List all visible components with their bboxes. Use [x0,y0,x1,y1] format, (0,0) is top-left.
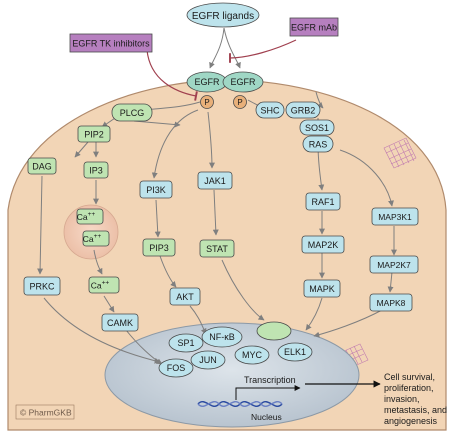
nfkb-label: NF-κB [209,332,235,342]
pip3-label: PIP3 [149,243,169,253]
raf1-node: RAF1 [305,192,341,211]
map2k-label: MAP2K [308,240,339,250]
shc-label: SHC [260,106,280,116]
outcome-line-5: angiogenesis [384,416,438,426]
egfr-receptor-right-label: EGFR [230,77,256,87]
egfr-receptor-left: EGFR [186,71,228,93]
egfr-mab-label: EGFR mAb [291,23,337,33]
grb2-label: GRB2 [291,106,316,116]
dag-node: DAG [27,157,57,175]
ip3-node: IP3 [83,161,109,179]
calcium-store-2: Ca++ [82,230,110,247]
copyright-label: © PharmGKB [20,408,72,418]
outcome-line-1: Cell survival, [384,372,435,382]
akt-node: AKT [169,287,201,306]
dag-label: DAG [32,162,52,172]
phospho-left-label: P [204,98,209,107]
outcome-line-3: invasion, [384,394,420,404]
fos-node: FOS [158,358,194,378]
jak1-label: JAK1 [204,176,226,186]
phospho-right: P [233,95,247,109]
stat-cytoplasm-label: STAT [206,244,228,254]
camk-label: CAMK [107,318,133,328]
map2k7-label: MAP2K7 [377,260,411,270]
pip2-label: PIP2 [84,130,104,140]
stat-nucleus-node [256,321,292,341]
jun-node: JUN [190,350,226,370]
jak1-node: JAK1 [197,171,233,190]
pip2-node: PIP2 [77,125,111,143]
nfkb-node: NF-κB [201,326,243,348]
calcium-cytosol-label: Ca++ [91,280,110,291]
map3k1-node: MAP3K1 [371,207,419,226]
pi3k-node: PI3K [139,180,173,199]
myc-node: MYC [234,345,270,365]
mapk-node: MAPK [303,279,341,298]
calcium-cytosol-node: Ca++ [88,276,120,294]
ras-label: RAS [309,140,328,150]
jun-label: JUN [199,355,217,365]
plcg-label: PLCG [120,108,145,118]
prkc-node: PRKC [23,276,61,296]
calcium-store-1: Ca++ [76,208,104,225]
egfr-receptor-left-label: EGFR [194,77,220,87]
mapk8-label: MAPK8 [377,298,406,308]
akt-label: AKT [176,292,194,302]
sp1-node: SP1 [168,333,204,353]
myc-label: MYC [242,350,263,360]
nucleus-label: Nucleus [251,412,282,422]
egfr-mab-box: EGFR mAb [289,17,339,37]
membrane-mesh-top [383,137,417,169]
outcome-line-4: metastasis, and [384,405,447,415]
pip3-node: PIP3 [142,238,176,257]
sp1-label: SP1 [177,338,194,348]
mapk8-node: MAPK8 [369,293,413,312]
transcription-arrow [235,385,301,400]
stat-cytoplasm-node: STAT [199,239,235,258]
prkc-label: PRKC [29,282,55,292]
calcium-store-2-label: Ca++ [83,233,102,244]
pi3k-label: PI3K [146,185,166,195]
phospho-right-label: P [237,98,242,107]
dna-helix [197,401,283,407]
egfr-ligands-node: EGFR ligands [186,2,260,28]
sos1-label: SOS1 [305,123,329,133]
map3k1-label: MAP3K1 [378,212,412,222]
map2k7-node: MAP2K7 [369,255,419,274]
ras-node: RAS [302,135,334,153]
elk1-label: ELK1 [284,347,306,357]
egfr-receptor-right: EGFR [222,71,264,93]
egfr-tk-inhibitors-box: EGFR TK inhibitors [69,33,153,53]
outcome-line-2: proliferation, [384,383,434,393]
fos-label: FOS [167,363,186,373]
camk-node: CAMK [101,313,139,332]
mapk-label: MAPK [309,284,335,294]
grb2-node: GRB2 [285,101,321,119]
transcription-label: Transcription [244,375,296,385]
elk1-node: ELK1 [277,342,313,362]
egfr-ligands-label: EGFR ligands [192,11,254,22]
map2k-node: MAP2K [301,235,345,254]
ip3-label: IP3 [89,166,103,176]
phospho-left: P [200,95,214,109]
calcium-store-1-label: Ca++ [77,211,96,222]
plcg-node: PLCG [111,103,153,122]
copyright-badge: © PharmGKB [15,404,75,420]
shc-node: SHC [255,101,285,119]
raf1-label: RAF1 [311,197,334,207]
outcome-text: Cell survival, proliferation, invasion, … [384,372,447,426]
sos1-node: SOS1 [299,119,335,136]
inhibition-lines [146,39,297,101]
egfr-tk-inhibitors-label: EGFR TK inhibitors [72,39,150,49]
